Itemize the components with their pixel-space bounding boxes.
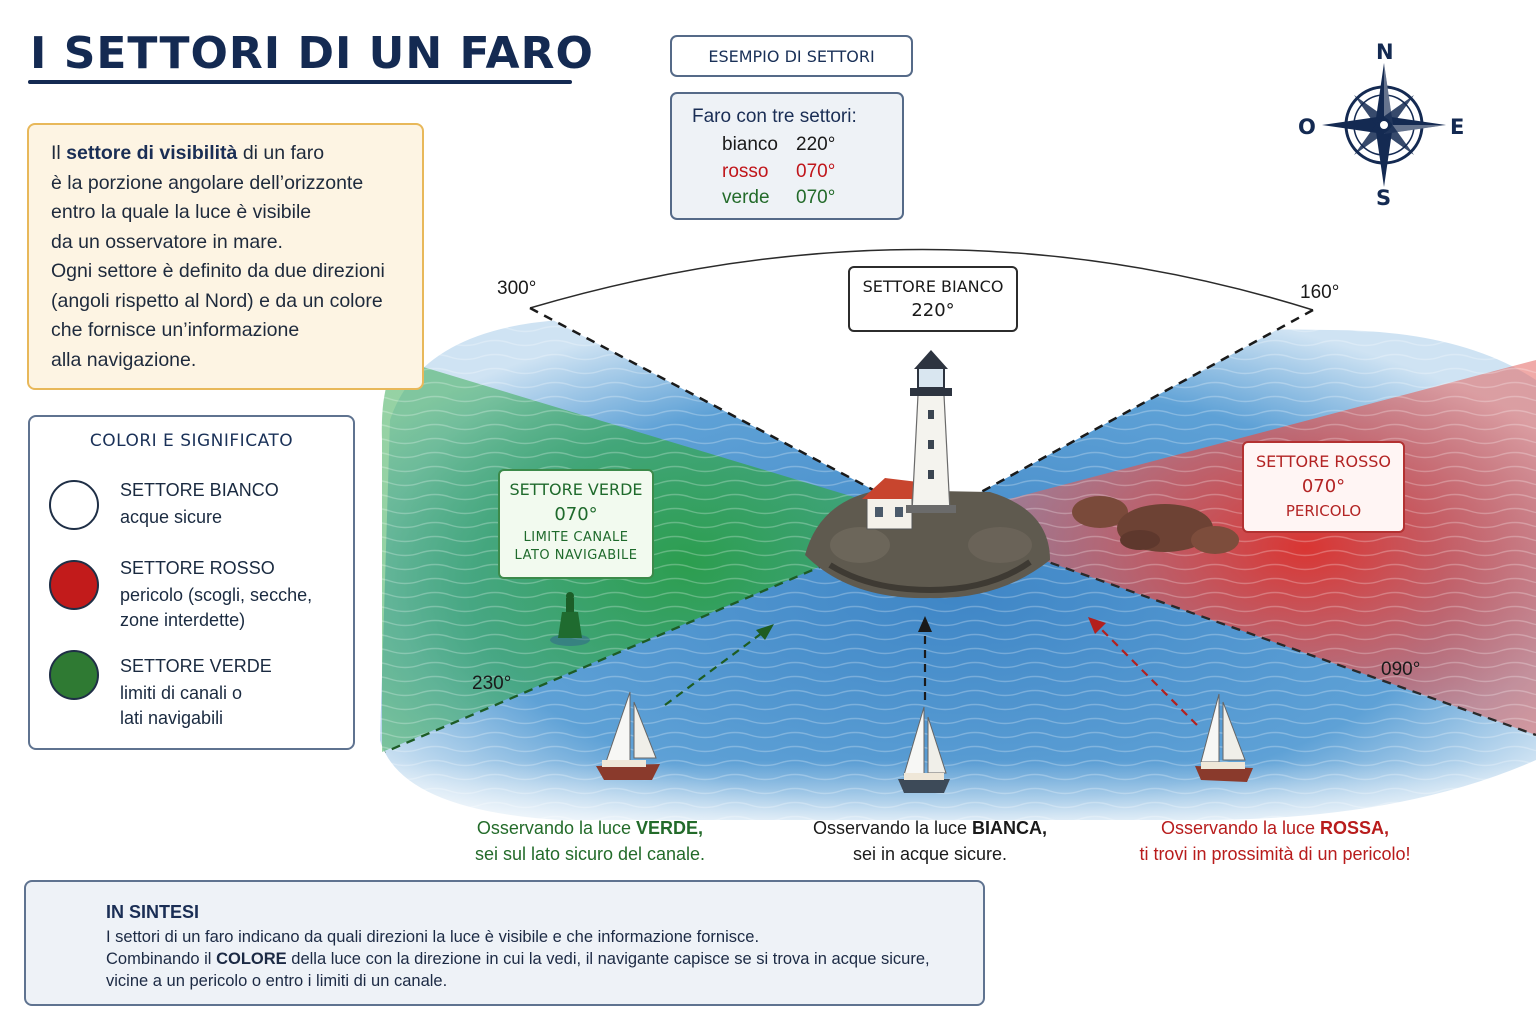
legend-green-desc-2: lati navigabili [120, 708, 224, 728]
example-row-white-value: 220° [796, 134, 836, 155]
red-sector-title: SETTORE ROSSO [1255, 452, 1392, 471]
white-sector-value: 220° [911, 300, 955, 321]
definition-line-7: che fornisce un’informazione [51, 319, 300, 341]
summary-line-1: I settori di un faro indicano da quali d… [106, 928, 760, 946]
legend-white-swatch [49, 480, 99, 530]
red-sector-value: 070° [1301, 476, 1346, 497]
white-sector-label: SETTORE BIANCO 220° [848, 266, 1018, 332]
boundary-300 [529, 306, 931, 522]
sea-fade [380, 760, 1536, 840]
compass-rose-icon [1322, 63, 1446, 187]
green-sector-value: 070° [554, 504, 598, 525]
summary-title: IN SINTESI [106, 902, 200, 922]
example-row-red-value: 070° [796, 161, 836, 182]
angle-230: 230° [472, 673, 512, 694]
caption-white: Osservando la luce BIANCA, sei in acque … [790, 815, 1070, 867]
red-sector-label: SETTORE ROSSO 070° PERICOLO [1242, 441, 1405, 533]
angle-090: 090° [1381, 659, 1421, 680]
legend-white-desc: acque sicure [120, 507, 223, 527]
compass-west: O [1298, 115, 1316, 139]
sailboat-center [898, 706, 950, 793]
legend-green-desc-1: limiti di canali o [120, 683, 243, 703]
definition-line-2: è la porzione angolare dell’orizzonte [51, 171, 364, 194]
sailboat-right [1195, 693, 1253, 782]
compass-north: N [1376, 40, 1394, 64]
keeper-house [862, 478, 918, 530]
green-sector-label: SETTORE VERDE 070° LIMITE CANALE LATO NA… [498, 469, 654, 579]
definition-line-5: Ogni settore è definito da due direzioni [51, 260, 385, 282]
red-sector-note: PERICOLO [1285, 502, 1362, 520]
legend-red-desc-1: pericolo (scogli, secche, [120, 585, 313, 605]
example-row-white-label: bianco [722, 134, 778, 155]
compass-south: S [1376, 186, 1392, 210]
green-observation-arrow [664, 632, 763, 706]
compass-east: E [1450, 115, 1465, 139]
caption-red-line-1: Osservando la luce ROSSA, [1160, 818, 1390, 838]
example-heading: Faro con tre settori: [692, 106, 857, 127]
boundary-160 [929, 308, 1314, 522]
legend-red-swatch [49, 560, 99, 610]
rocks [1072, 496, 1239, 554]
example-box: Faro con tre settori: bianco 220° rosso … [670, 92, 904, 220]
caption-green-line-1: Osservando la luce VERDE, [476, 818, 704, 838]
example-header: ESEMPIO DI SETTORI [670, 35, 913, 77]
caption-red: Osservando la luce ROSSA, ti trovi in pr… [1110, 815, 1440, 867]
title-underline [28, 80, 572, 84]
green-buoy [550, 592, 590, 646]
green-sector-note-2: LATO NAVIGABILE [514, 548, 638, 563]
angle-160: 160° [1300, 282, 1340, 303]
caption-green-line-2: sei sul lato sicuro del canale. [474, 844, 706, 864]
summary-text: I settori di un faro indicano da quali d… [106, 926, 930, 992]
boundary-090 [929, 518, 1536, 737]
white-sector-title: SETTORE BIANCO [862, 277, 1004, 296]
definition-line-6: (angoli rispetto al Nord) e da un colore [51, 289, 383, 312]
example-row-green-value: 070° [796, 187, 836, 208]
summary-line-2: Combinando il COLORE della luce con la d… [106, 950, 930, 968]
definition-box: Il settore di visibilità di un faro è la… [27, 123, 424, 390]
definition-line-4: da un osservatore in mare. [51, 230, 283, 253]
white-arrow-head [918, 616, 932, 632]
legend-green-swatch [49, 650, 99, 700]
legend-box: COLORI E SIGNIFICATO SETTORE BIANCO acqu… [28, 415, 355, 750]
definition-line-3: entro la quale la luce è visibile [51, 201, 312, 223]
definition-term: settore di visibilità [66, 142, 238, 164]
lighthouse-tower [906, 350, 956, 513]
angle-300: 300° [497, 278, 537, 299]
legend-green-name: SETTORE VERDE [120, 656, 272, 676]
legend-red-name: SETTORE ROSSO [120, 558, 275, 578]
sailboat-left [596, 691, 660, 780]
summary-line-3: vicine a un pericolo o entro i limiti di… [106, 972, 448, 990]
page-title: I SETTORI DI UN FARO [30, 28, 594, 79]
example-row-green-label: verde [722, 187, 770, 208]
white-sector-arc [529, 248, 1314, 311]
legend-title: COLORI E SIGNIFICATO [89, 431, 294, 451]
legend-red-desc-2: zone interdette) [120, 610, 246, 630]
definition-line-1: Il settore di visibilità di un faro [51, 142, 325, 164]
example-row-red-label: rosso [722, 161, 769, 182]
green-arrow-head [756, 624, 774, 640]
lighthouse-island [805, 490, 1050, 599]
caption-white-line-2: sei in acque sicure. [852, 844, 1008, 864]
green-sector-note-1: LIMITE CANALE [523, 530, 629, 545]
definition-line-8: alla navigazione. [51, 348, 197, 371]
summary-box: IN SINTESI I settori di un faro indicano… [24, 880, 985, 1006]
red-observation-arrow [1099, 627, 1198, 726]
legend-white-name: SETTORE BIANCO [120, 480, 279, 500]
red-arrow-head [1088, 617, 1106, 634]
caption-white-line-1: Osservando la luce BIANCA, [812, 818, 1048, 838]
caption-red-line-2: ti trovi in prossimità di un pericolo! [1139, 844, 1411, 864]
green-sector-title: SETTORE VERDE [509, 480, 643, 499]
caption-green: Osservando la luce VERDE, sei sul lato s… [440, 815, 740, 867]
